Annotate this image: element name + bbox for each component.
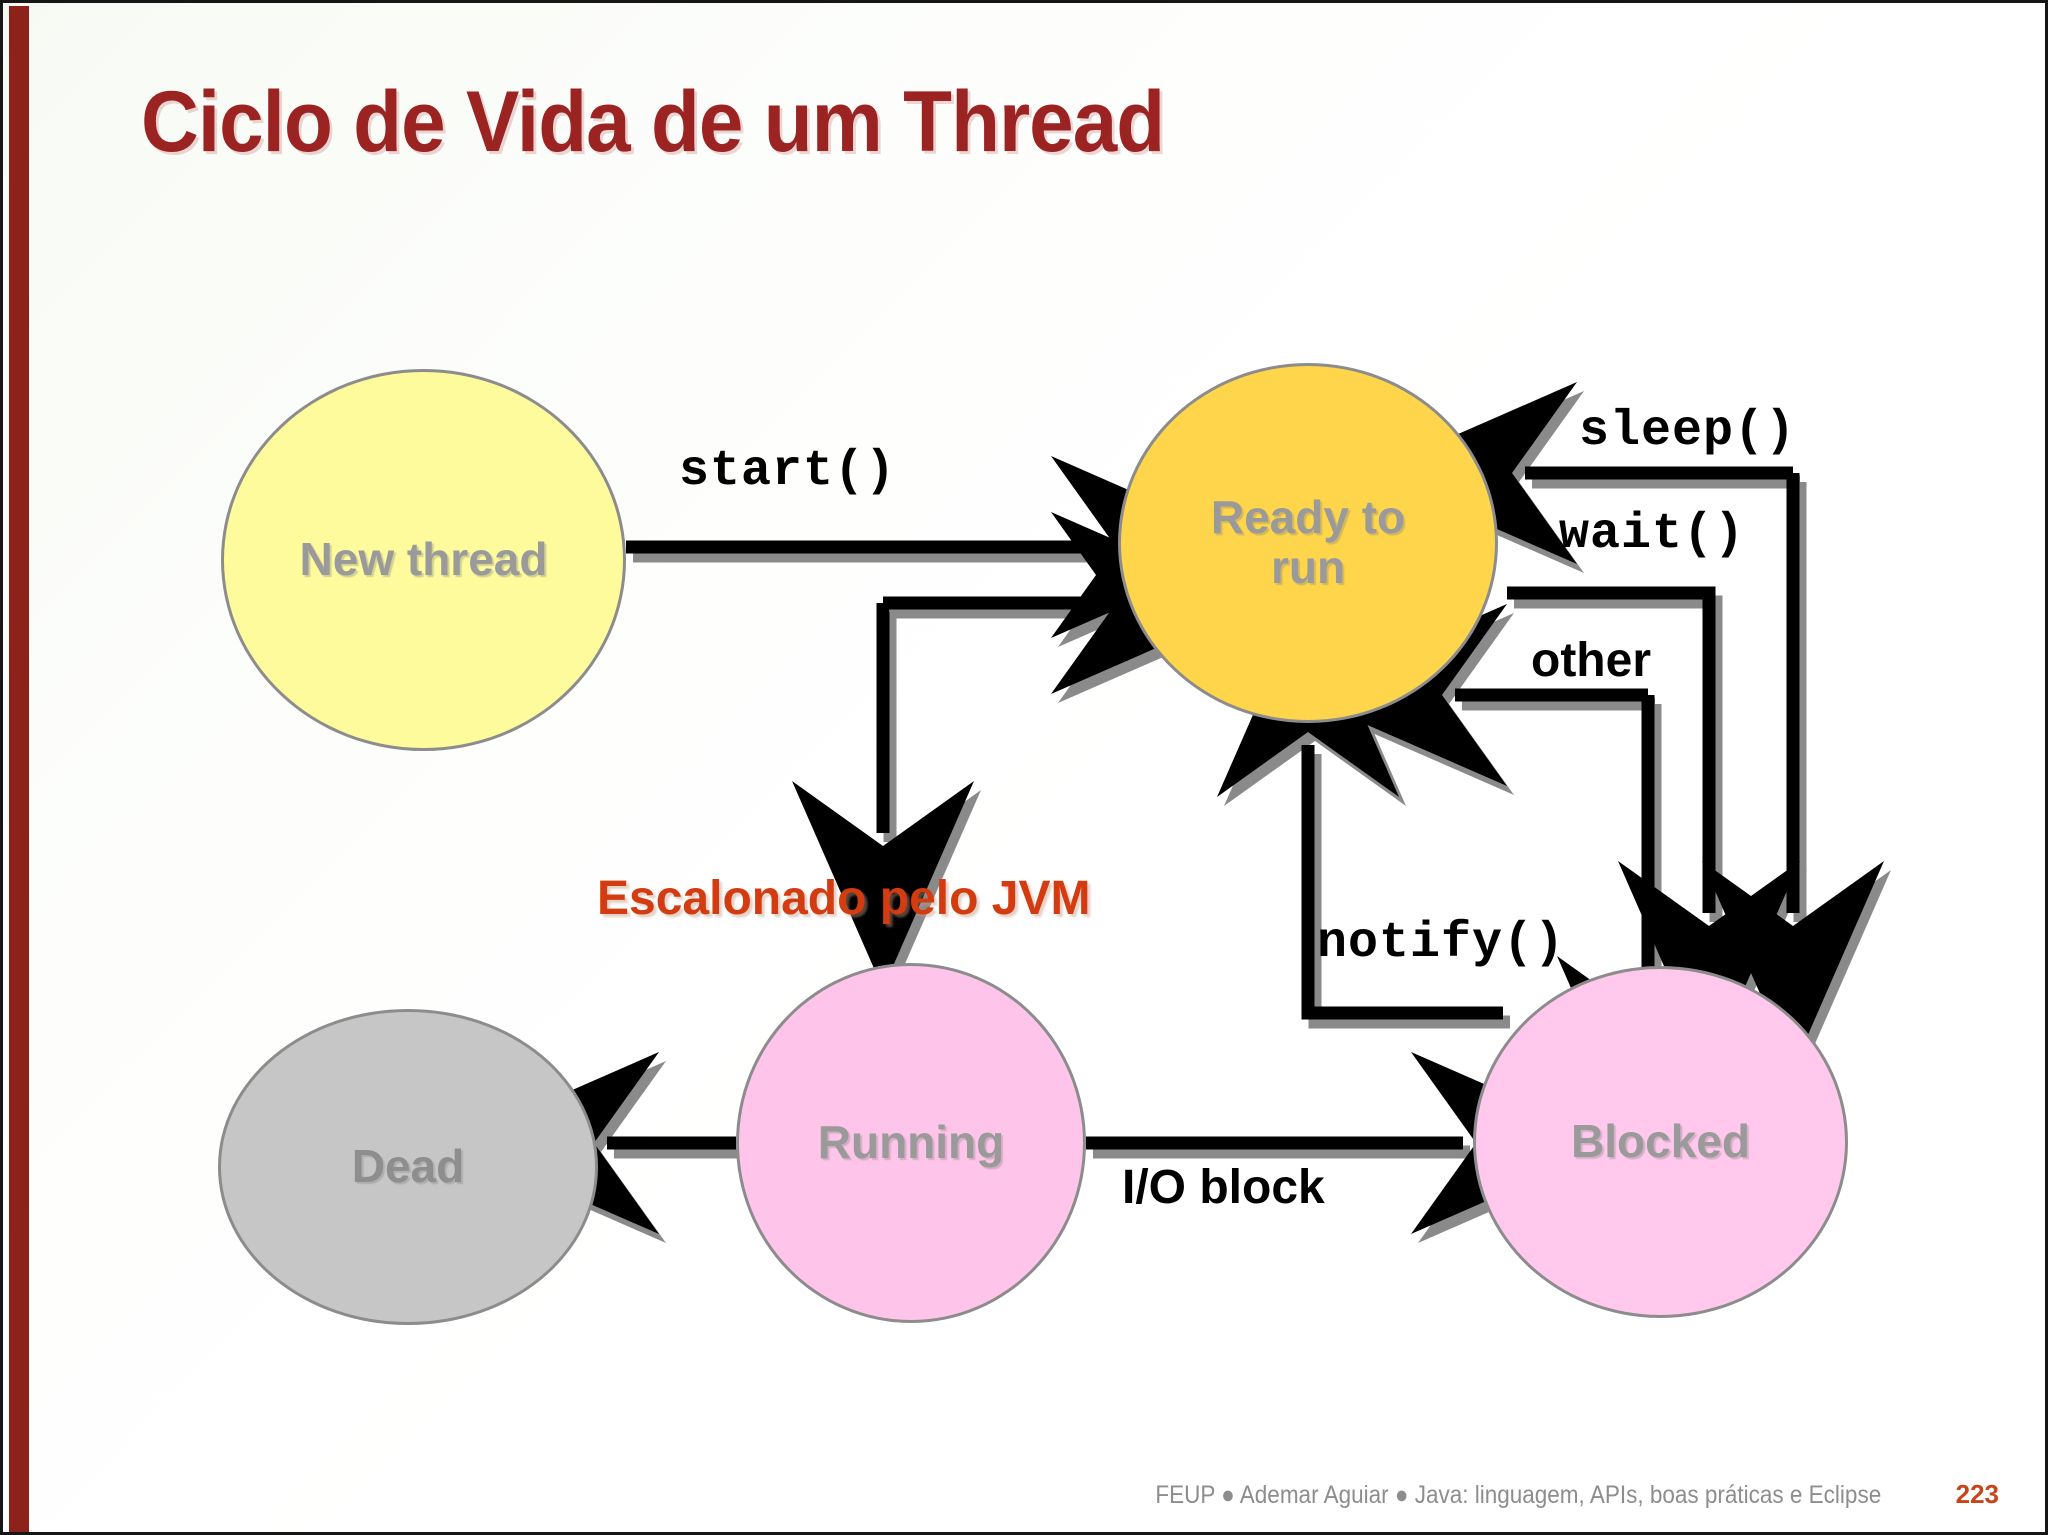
footer-attribution: FEUP ● Ademar Aguiar ● Java: linguagem, …: [1155, 1481, 1882, 1509]
ready-label-line-1: Ready to: [1210, 491, 1406, 544]
state-node-dead-label: Dead: [351, 1140, 465, 1193]
state-node-dead[interactable]: Dead: [218, 1009, 598, 1325]
state-node-new-thread-label: New thread: [299, 533, 548, 586]
edge-notify: [1217, 589, 1503, 1020]
state-node-ready-to-run-label: Ready to run: [1210, 491, 1406, 593]
page-title: Ciclo de Vida de um Thread: [141, 74, 1165, 170]
edge-label-notify: notify(): [1317, 915, 1566, 972]
slide-footer: FEUP ● Ademar Aguiar ● Java: linguagem, …: [1115, 1479, 1999, 1510]
edge-label-other: other: [1531, 634, 1651, 687]
edge-label-scheduled: Escalonado pelo JVM: [597, 872, 1091, 925]
edge-label-wait: wait(): [1559, 506, 1746, 563]
state-node-blocked[interactable]: Blocked: [1473, 966, 1848, 1318]
edge-label-io-block: I/O block: [1122, 1161, 1325, 1214]
thread-lifecycle-diagram: New thread Ready to run Dead Running Blo…: [3, 3, 2045, 1463]
left-accent-bar: [9, 6, 29, 1532]
footer-page-number: 223: [1955, 1479, 1999, 1509]
edge-label-sleep: sleep(): [1579, 403, 1797, 460]
state-node-running-label: Running: [817, 1116, 1005, 1169]
state-node-running[interactable]: Running: [736, 963, 1086, 1323]
ready-label-line-2: run: [1270, 541, 1346, 593]
edge-label-start: start(): [679, 443, 897, 500]
state-node-blocked-label: Blocked: [1571, 1115, 1750, 1168]
state-node-new-thread[interactable]: New thread: [221, 369, 626, 751]
state-node-ready-to-run[interactable]: Ready to run: [1118, 363, 1498, 723]
